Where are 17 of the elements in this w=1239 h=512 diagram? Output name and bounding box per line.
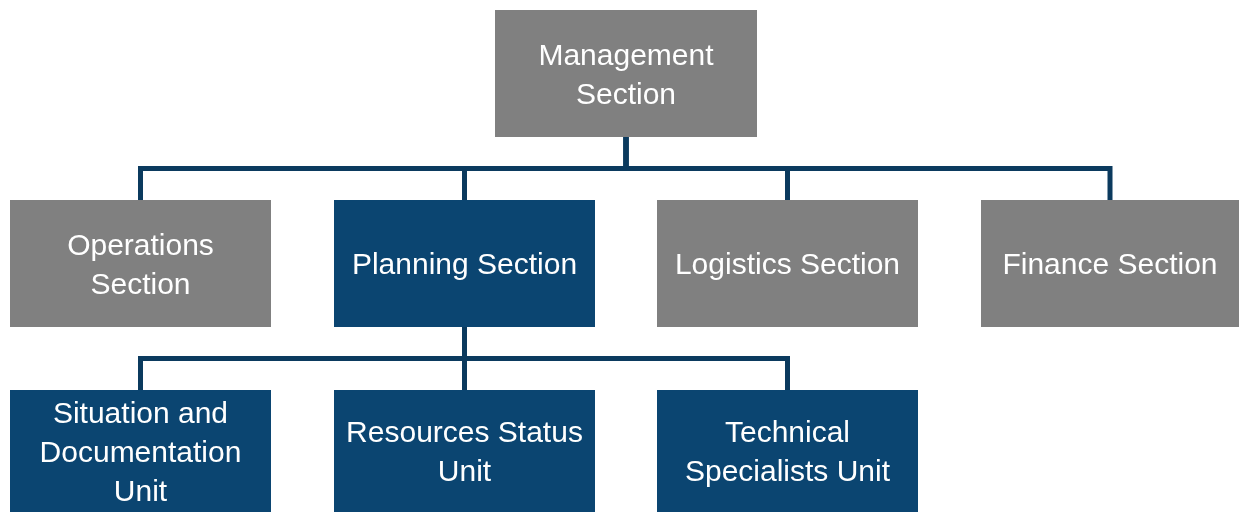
org-box [334,200,595,327]
org-box [334,390,595,512]
box-label: Technical Specialists Unit [683,414,892,489]
box-label: Situation and Documentation Unit [38,394,243,509]
org-box [657,390,918,512]
box-label: Resources Status Unit [345,414,584,489]
box-label: Planning Section [351,246,578,282]
org-box [657,200,918,327]
org-box [10,390,271,512]
box-label: Logistics Section [674,246,901,282]
org-box [981,200,1239,327]
box-label: Operations Section [66,226,215,302]
connector-line [623,137,1113,200]
box-label: Management Section [537,36,715,112]
box-label: Finance Section [1002,246,1218,282]
org-box [495,10,757,137]
org-box [10,200,271,327]
